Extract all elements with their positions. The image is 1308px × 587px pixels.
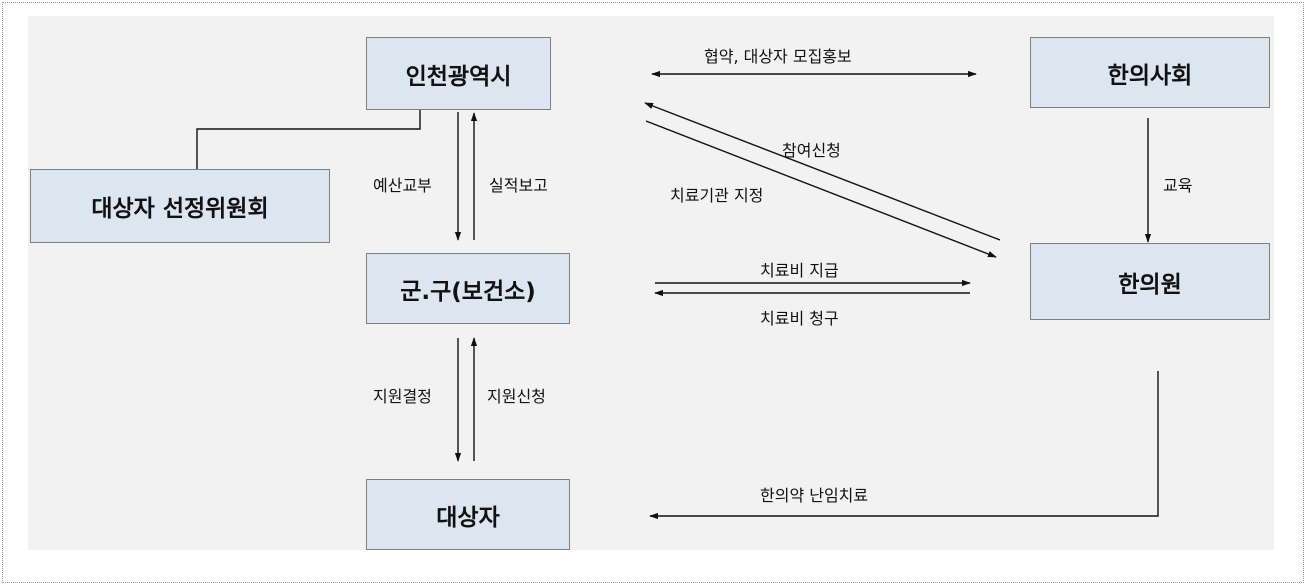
label-education: 교육 [1163, 176, 1193, 195]
edge-committee-link [196, 110, 421, 169]
label-infertility-treatment: 한의약 난임치료 [760, 486, 869, 505]
node-oriental-medicine-association: 한의사회 [1030, 37, 1270, 108]
edge-participation-request [644, 102, 1001, 241]
node-incheon-city: 인천광역시 [366, 37, 551, 110]
node-selection-committee: 대상자 선정위원회 [30, 169, 330, 243]
label-designation: 치료기관 지정 [670, 186, 764, 205]
node-district-health-center: 군.구(보건소) [366, 253, 570, 324]
edge-infertility-treatment [649, 371, 1159, 520]
label-support-application: 지원신청 [487, 387, 546, 406]
edge-designation [645, 120, 997, 258]
label-support-decision: 지원결정 [373, 387, 432, 406]
label-performance-report: 실적보고 [489, 176, 548, 195]
label-treatment-claim: 치료비 청구 [760, 309, 839, 328]
label-agreement-recruitment: 협약, 대상자 모집홍보 [704, 47, 852, 66]
label-budget-grant: 예산교부 [373, 176, 432, 195]
label-participation-request: 참여신청 [782, 141, 841, 160]
node-oriental-clinic: 한의원 [1030, 243, 1270, 320]
label-treatment-payment: 치료비 지급 [760, 261, 839, 280]
node-beneficiary: 대상자 [366, 479, 570, 550]
